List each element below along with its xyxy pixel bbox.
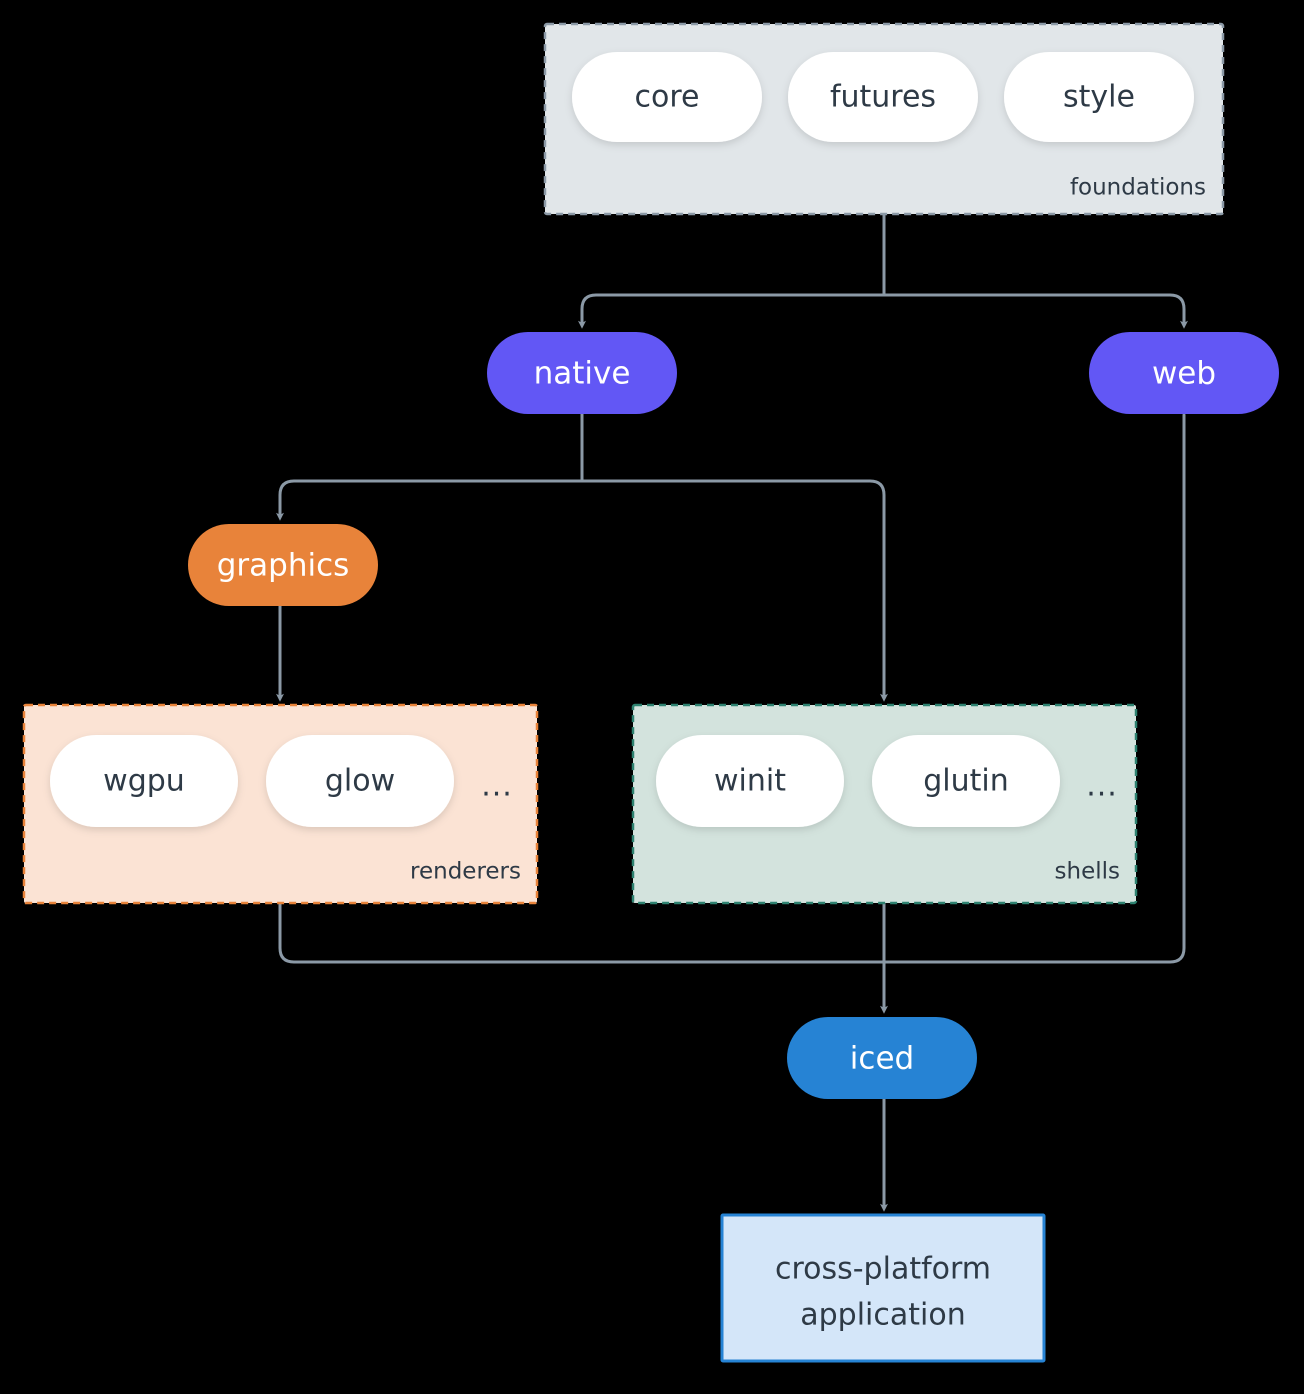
cluster-foundations: core futures style foundations	[543, 22, 1225, 216]
node-graphics-label: graphics	[217, 548, 350, 584]
node-native-shape	[487, 332, 677, 414]
leaf-core-shape	[572, 52, 762, 142]
leaf-style[interactable]: style	[1004, 52, 1194, 142]
node-graphics-shape	[188, 524, 378, 606]
cluster-shells: winit glutin ... shells	[631, 703, 1138, 905]
edge-foundations-to-web	[882, 293, 1188, 329]
leaf-glow-label: glow	[325, 764, 395, 799]
leaf-wgpu[interactable]: wgpu	[50, 735, 238, 827]
cluster-foundations-label: foundations	[1070, 175, 1206, 201]
leaf-glutin-label: glutin	[923, 764, 1009, 799]
leaf-futures[interactable]: futures	[788, 52, 978, 142]
node-web[interactable]: web	[1089, 332, 1279, 414]
leaf-style-shape	[1004, 52, 1194, 142]
leaf-wgpu-shape	[50, 735, 238, 827]
cluster-shells-label: shells	[1055, 859, 1120, 885]
node-web-label: web	[1152, 356, 1216, 392]
node-native[interactable]: native	[487, 332, 677, 414]
edge-native-to-graphics	[276, 479, 584, 521]
application-box-line-1: cross-platform	[775, 1252, 991, 1287]
leaf-winit-shape	[656, 735, 844, 827]
application-box-line-2: application	[800, 1298, 965, 1333]
shells-ellipsis: ...	[1086, 769, 1118, 804]
node-graphics[interactable]: graphics	[188, 524, 378, 606]
leaf-glutin[interactable]: glutin	[872, 735, 1060, 827]
leaf-futures-shape	[788, 52, 978, 142]
application-box-shape	[720, 1213, 1046, 1363]
leaf-glow-shape	[266, 735, 454, 827]
leaf-winit-label: winit	[714, 764, 786, 799]
edge-renderers-to-iced	[278, 901, 886, 964]
leaf-glutin-shape	[872, 735, 1060, 827]
cluster-renderers: wgpu glow ... renderers	[22, 703, 539, 905]
leaf-glow[interactable]: glow	[266, 735, 454, 827]
edge-layer	[276, 212, 1188, 1212]
node-cross-platform-application[interactable]: cross-platform application	[720, 1213, 1046, 1363]
leaf-futures-label: futures	[830, 80, 936, 115]
leaf-style-label: style	[1063, 80, 1135, 115]
leaf-wgpu-label: wgpu	[103, 764, 185, 799]
leaf-winit[interactable]: winit	[656, 735, 844, 827]
edge-foundations-to-native	[578, 293, 886, 329]
node-iced-label: iced	[850, 1041, 914, 1077]
node-web-shape	[1089, 332, 1279, 414]
renderers-ellipsis: ...	[481, 769, 513, 804]
node-iced[interactable]: iced	[787, 1017, 977, 1099]
cluster-renderers-label: renderers	[410, 859, 521, 885]
leaf-core-label: core	[635, 80, 700, 115]
edge-native-to-shells	[580, 479, 888, 702]
edge-web-to-iced	[882, 413, 1186, 964]
node-native-label: native	[534, 356, 631, 392]
node-iced-shape	[787, 1017, 977, 1099]
leaf-core[interactable]: core	[572, 52, 762, 142]
